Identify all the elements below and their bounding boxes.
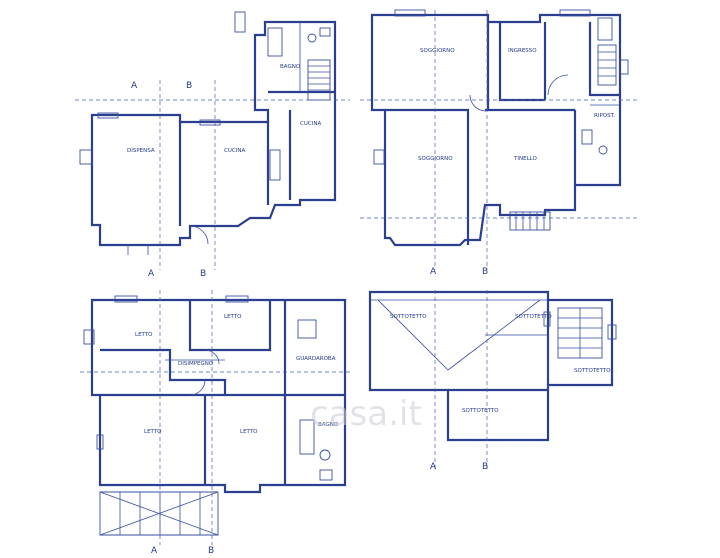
plan-ground-floor: DISPENSA CUCINA CUCINA BAGNO A B A B [75, 11, 350, 279]
room-label: DISIMPEGNO [178, 361, 214, 367]
room-label: SOGGIORNO [420, 48, 455, 54]
plan-attic: SOTTOTETTO SOTTOTETTO SOTTOTETTO SOTTOTE… [368, 290, 617, 472]
watermark-text: casa.it [310, 394, 422, 434]
room-label: LETTO [144, 429, 162, 435]
section-marker-a: A [151, 546, 158, 556]
section-marker-b: B [208, 546, 214, 556]
room-label: SOTTOTETTO [462, 408, 499, 414]
section-marker-b: B [186, 81, 192, 91]
section-marker-a: A [430, 267, 437, 277]
section-marker-a: A [131, 81, 138, 91]
room-label: CUCINA [300, 121, 321, 127]
room-label: BAGNO [318, 422, 339, 428]
section-marker-b: B [200, 269, 206, 279]
room-label: GUARDAROBA [296, 356, 336, 362]
room-label: TINELLO [513, 156, 538, 162]
room-label: SOGGIORNO [418, 156, 453, 162]
section-marker-a: A [430, 462, 437, 472]
section-marker-b: B [482, 267, 488, 277]
room-label: SOTTOTETTO [390, 314, 427, 320]
room-label: SOTTOTETTO [515, 314, 552, 320]
room-label: LETTO [224, 314, 242, 320]
room-label: LETTO [135, 332, 153, 338]
plan-first-floor: LETTO LETTO DISIMPEGNO GUARDAROBA LETTO … [80, 290, 350, 556]
room-label: CUCINA [224, 148, 245, 154]
room-label: LETTO [240, 429, 258, 435]
room-label: SOTTOTETTO [574, 368, 611, 374]
plan-upper-right: SOGGIORNO SOGGIORNO INGRESSO TINELLO RIP… [360, 9, 640, 277]
room-label: BAGNO [280, 64, 301, 70]
room-label: DISPENSA [127, 148, 155, 154]
room-label: RIPOST. [594, 113, 615, 119]
section-marker-b: B [482, 462, 488, 472]
section-marker-a: A [148, 269, 155, 279]
room-label: INGRESSO [508, 48, 537, 54]
